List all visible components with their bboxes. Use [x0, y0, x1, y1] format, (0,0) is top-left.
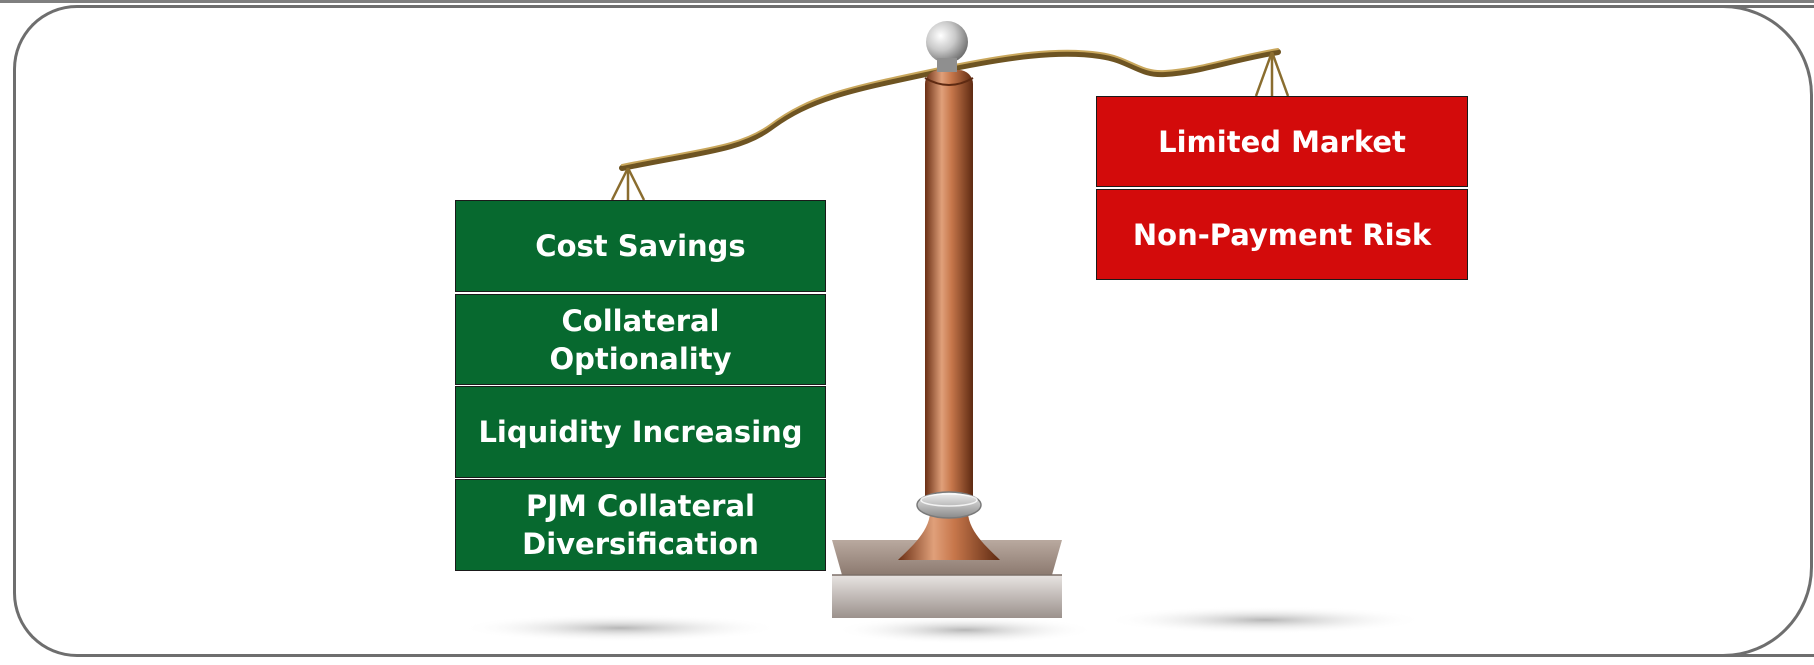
rounded-frame-right-curve — [1700, 5, 1814, 657]
scale-beam — [619, 49, 1281, 171]
scale-top-ball — [926, 21, 968, 63]
pro-label: Collateral Optionality — [549, 303, 732, 376]
scale-base-front — [832, 575, 1062, 618]
scale-post-ring — [916, 491, 982, 519]
scale-post — [925, 70, 973, 514]
rounded-frame — [13, 5, 1814, 657]
con-box-non-payment-risk: Non-Payment Risk — [1096, 189, 1468, 280]
pro-box-collateral-optionality: Collateral Optionality — [455, 294, 826, 385]
pro-box-pjm-collateral-diversification: PJM Collateral Diversification — [455, 479, 826, 571]
pro-label: Liquidity Increasing — [478, 415, 803, 449]
left-pan-shadow — [460, 614, 780, 642]
pro-label: PJM Collateral Diversification — [522, 489, 759, 561]
top-rule — [0, 0, 1814, 3]
pro-box-cost-savings: Cost Savings — [455, 200, 826, 292]
right-pan-hanger — [1254, 51, 1290, 97]
con-box-limited-market: Limited Market — [1096, 96, 1468, 187]
left-pan-hanger — [610, 167, 646, 201]
con-label: Limited Market — [1158, 124, 1406, 159]
right-pan-shadow — [1105, 606, 1425, 634]
pro-label: Cost Savings — [535, 229, 746, 263]
base-shadow — [835, 616, 1095, 644]
pro-box-liquidity-increasing: Liquidity Increasing — [455, 386, 826, 478]
con-label: Non-Payment Risk — [1132, 217, 1432, 252]
scale-post-foot — [898, 508, 1000, 560]
